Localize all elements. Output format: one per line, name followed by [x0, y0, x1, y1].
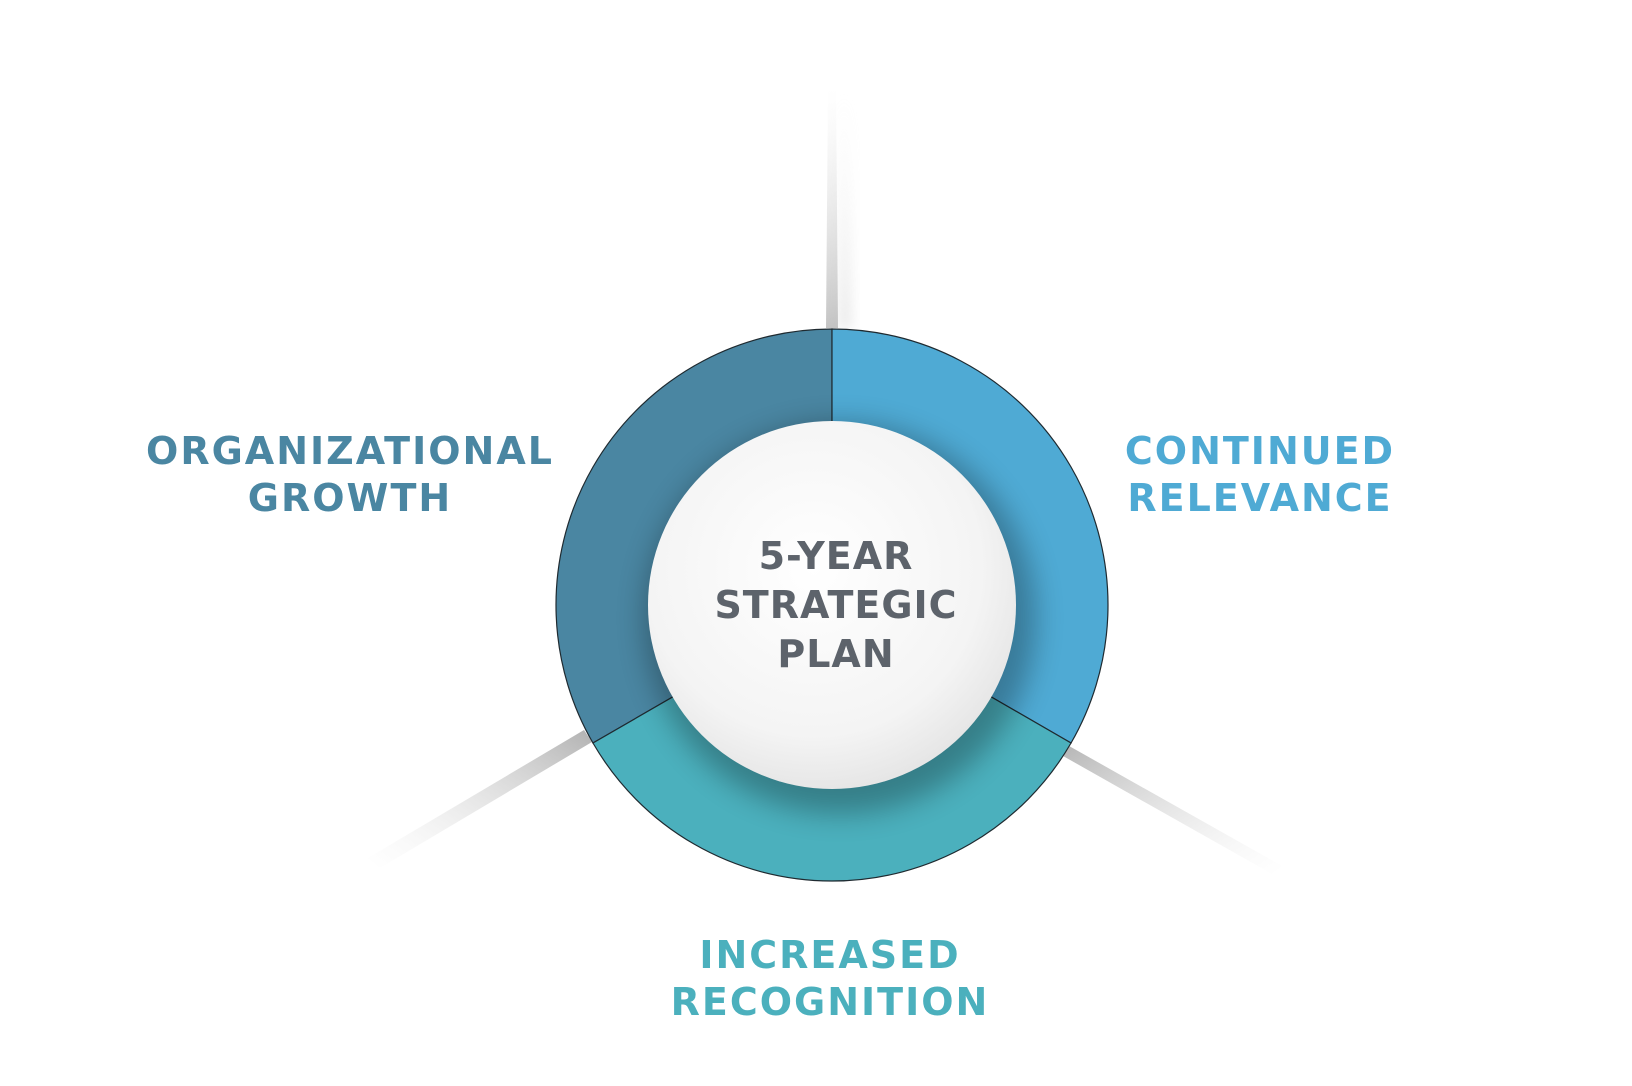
- spoke-top: [826, 88, 838, 328]
- center-title-line-1: 5-YEAR: [758, 534, 914, 578]
- spoke-top-shadow: [836, 88, 852, 328]
- center-title-line-2: STRATEGIC: [714, 583, 958, 627]
- label-increased-recognition-line-2: RECOGNITION: [670, 980, 990, 1024]
- label-continued-relevance-line-1: CONTINUED: [1124, 429, 1396, 473]
- center-title-line-3: PLAN: [777, 632, 895, 676]
- spoke-right: [1056, 742, 1282, 874]
- label-organizational-growth-line-1: ORGANIZATIONAL: [146, 429, 554, 473]
- label-continued-relevance-line-2: RELEVANCE: [1127, 476, 1393, 520]
- label-increased-recognition-line-1: INCREASED: [699, 933, 961, 977]
- spoke-left: [368, 730, 592, 868]
- spokes: [368, 88, 1282, 874]
- label-increased-recognition: INCREASED RECOGNITION: [660, 932, 1000, 1026]
- label-organizational-growth: ORGANIZATIONAL GROWTH: [130, 428, 570, 522]
- label-continued-relevance: CONTINUED RELEVANCE: [1100, 428, 1420, 522]
- center-disk: [648, 421, 1016, 789]
- center-title: 5-YEAR STRATEGIC PLAN: [680, 532, 992, 679]
- label-organizational-growth-line-2: GROWTH: [247, 476, 453, 520]
